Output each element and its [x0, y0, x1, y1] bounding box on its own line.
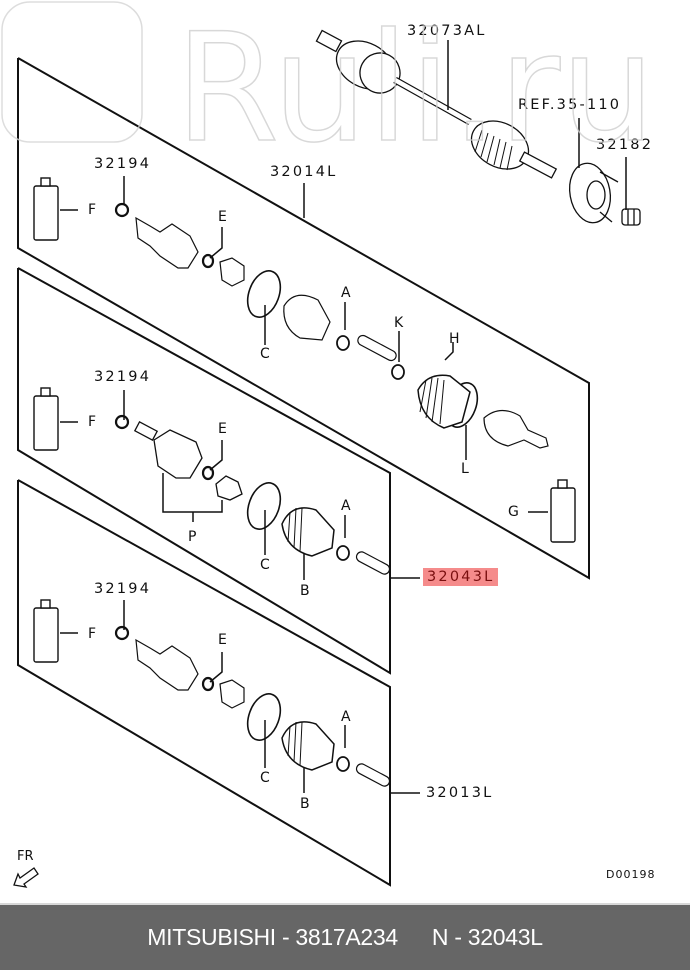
clamp-icon [391, 364, 405, 380]
spider-icon [215, 475, 243, 501]
parts-diagram: 32073AL REF.35-110 32182 32014L 32194 32… [1, 1, 657, 888]
boot-band-icon [246, 693, 282, 741]
letter-b: B [300, 796, 310, 812]
letter-h: H [449, 331, 460, 347]
letter-p: P [188, 529, 197, 545]
letter-l: L [461, 461, 469, 477]
letter-f: F [88, 626, 97, 642]
tripod-icon [219, 257, 245, 287]
letter-f: F [88, 414, 97, 430]
grease-bottle-icon [33, 387, 59, 451]
label-32194[interactable]: 32194 [94, 156, 152, 172]
front-direction-arrow-icon [13, 867, 39, 888]
grease-bottle-icon [33, 599, 59, 663]
panel-2-outline [17, 267, 391, 675]
label-32194[interactable]: 32194 [94, 369, 152, 385]
label-32182[interactable]: 32182 [596, 137, 654, 153]
letter-g: G [508, 504, 519, 520]
clamp-icon [336, 545, 350, 561]
front-direction-label: FR [17, 849, 34, 864]
clamp-icon [336, 756, 350, 772]
grease-bottle-icon [33, 177, 59, 241]
shaft-icon [355, 551, 391, 575]
grease-bottle-icon [550, 479, 576, 543]
snap-ring-icon [114, 625, 130, 641]
footer-ref: N - 32043L [431, 924, 543, 950]
drive-shaft-assembly-icon [315, 29, 558, 179]
outer-joint-housing-icon [135, 216, 199, 269]
label-32194[interactable]: 32194 [94, 581, 152, 597]
label-32043l-highlighted[interactable]: 32043L [423, 568, 499, 586]
snap-ring-icon [114, 202, 130, 218]
label-32073al[interactable]: 32073AL [407, 23, 487, 39]
outer-joint-housing-icon [135, 638, 199, 691]
letter-b: B [300, 583, 310, 599]
diagram-drawing [13, 29, 641, 888]
letter-c: C [260, 770, 270, 786]
boot-icon [283, 294, 331, 341]
wheel-hub-icon [568, 162, 619, 224]
boot-band-icon [246, 270, 282, 318]
shaft-icon [355, 763, 391, 787]
shaft-icon [357, 334, 397, 362]
boot-h-icon [417, 374, 471, 429]
letter-e: E [218, 209, 227, 225]
o-ring-icon [201, 676, 215, 692]
o-ring-icon [201, 465, 215, 481]
label-ref-35-110[interactable]: REF.35-110 [518, 97, 622, 113]
spline-shaft-icon [133, 421, 159, 441]
letter-f: F [88, 202, 97, 218]
footer-brand-part: MITSUBISHI - 3817A234 [147, 924, 398, 950]
letter-a: A [341, 498, 351, 514]
tripod-icon [219, 679, 245, 709]
letter-e: E [218, 632, 227, 648]
letter-c: C [260, 557, 270, 573]
inner-joint-housing-icon [153, 429, 203, 479]
letter-c: C [260, 346, 270, 362]
letter-a: A [341, 285, 351, 301]
clamp-icon [336, 335, 350, 351]
label-32014l[interactable]: 32014L [270, 164, 338, 180]
footer-bar: MITSUBISHI - 3817A234 N - 32043L [0, 903, 690, 970]
o-ring-icon [201, 253, 215, 269]
panel-3-outline [17, 479, 391, 887]
snap-ring-icon [114, 414, 130, 430]
hub-nut-icon [621, 208, 641, 226]
boot-band-icon [246, 482, 282, 530]
letter-k: K [394, 315, 404, 331]
inner-joint-icon [483, 409, 549, 449]
letter-a: A [341, 709, 351, 725]
panel-1-outline [17, 57, 590, 580]
label-32013l[interactable]: 32013L [426, 785, 494, 801]
drawing-code: D00198 [606, 868, 656, 881]
letter-e: E [218, 421, 227, 437]
